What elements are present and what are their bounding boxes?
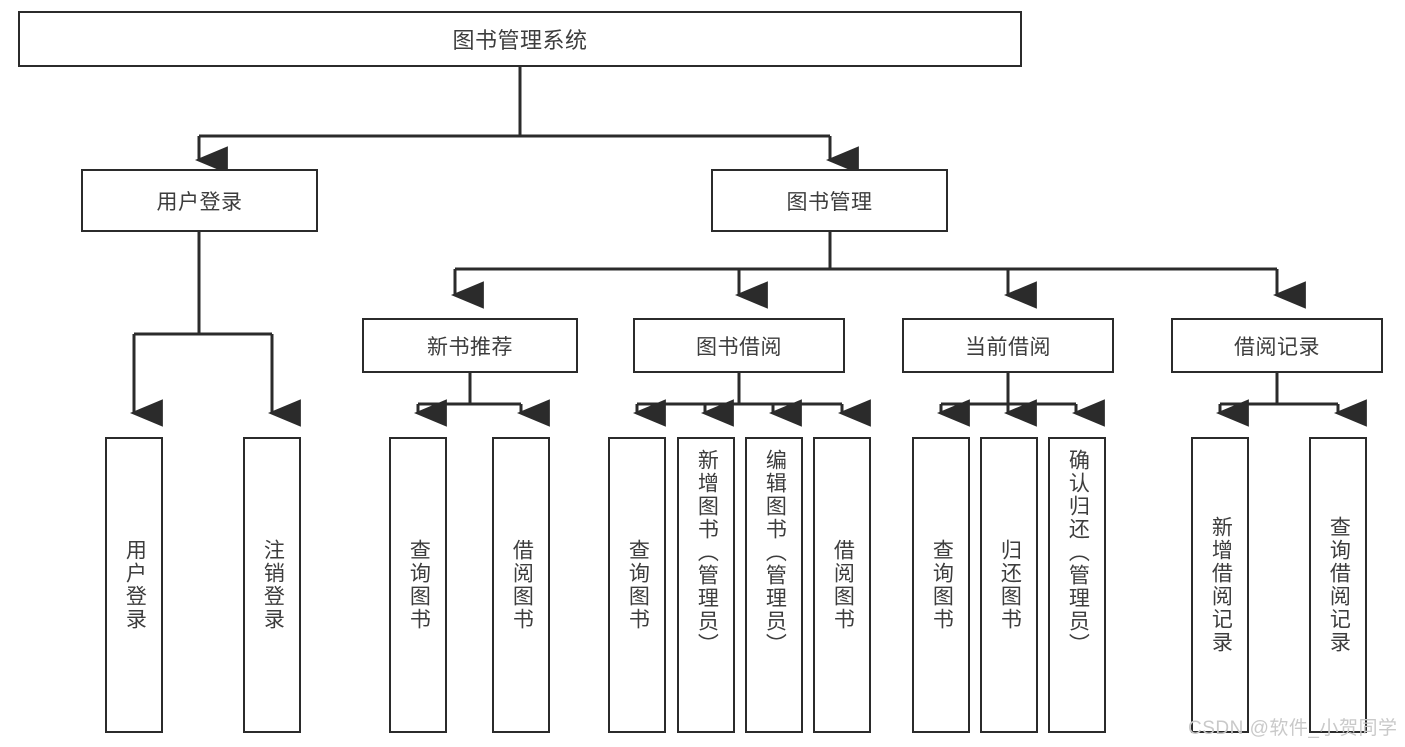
leaf-borrow-book[interactable]: 借阅图书 bbox=[813, 437, 871, 733]
node-label: 确认归还（管理员） bbox=[1066, 449, 1090, 656]
leaf-add-borrow-record[interactable]: 新增借阅记录 bbox=[1191, 437, 1249, 733]
node-label: 借阅记录 bbox=[1234, 335, 1320, 359]
node-label: 查询借阅记录 bbox=[1327, 516, 1351, 654]
node-new-book-recommend[interactable]: 新书推荐 bbox=[362, 318, 578, 373]
leaf-confirm-return-admin[interactable]: 确认归还（管理员） bbox=[1048, 437, 1106, 733]
watermark: CSDN @软件_小贺同学 bbox=[1188, 718, 1398, 739]
leaf-borrow-query-book[interactable]: 查询图书 bbox=[608, 437, 666, 733]
leaf-edit-book-admin[interactable]: 编辑图书（管理员） bbox=[745, 437, 803, 733]
node-label: 查询图书 bbox=[930, 539, 954, 631]
leaf-current-query-book[interactable]: 查询图书 bbox=[912, 437, 970, 733]
node-label: 归还图书 bbox=[998, 539, 1022, 631]
node-root-system[interactable]: 图书管理系统 bbox=[18, 11, 1022, 67]
node-book-management[interactable]: 图书管理 bbox=[711, 169, 948, 232]
node-label: 编辑图书（管理员） bbox=[763, 449, 787, 656]
leaf-new-book-query[interactable]: 查询图书 bbox=[389, 437, 447, 733]
node-label: 借阅图书 bbox=[831, 539, 855, 631]
node-user-login[interactable]: 用户登录 bbox=[81, 169, 318, 232]
node-current-borrow[interactable]: 当前借阅 bbox=[902, 318, 1114, 373]
node-label: 查询图书 bbox=[407, 539, 431, 631]
node-label: 图书管理系统 bbox=[452, 28, 588, 53]
leaf-return-book[interactable]: 归还图书 bbox=[980, 437, 1038, 733]
node-label: 查询图书 bbox=[626, 539, 650, 631]
node-label: 用户登录 bbox=[123, 539, 147, 631]
node-label: 新书推荐 bbox=[427, 335, 513, 359]
node-label: 新增借阅记录 bbox=[1209, 516, 1233, 654]
node-book-borrow[interactable]: 图书借阅 bbox=[633, 318, 845, 373]
leaf-new-book-borrow[interactable]: 借阅图书 bbox=[492, 437, 550, 733]
node-label: 新增图书（管理员） bbox=[695, 449, 719, 656]
leaf-user-login[interactable]: 用户登录 bbox=[105, 437, 163, 733]
node-label: 当前借阅 bbox=[965, 335, 1051, 359]
node-label: 图书借阅 bbox=[696, 335, 782, 359]
leaf-add-book-admin[interactable]: 新增图书（管理员） bbox=[677, 437, 735, 733]
leaf-query-borrow-record[interactable]: 查询借阅记录 bbox=[1309, 437, 1367, 733]
node-label: 用户登录 bbox=[156, 190, 243, 214]
node-borrow-record[interactable]: 借阅记录 bbox=[1171, 318, 1383, 373]
node-label: 注销登录 bbox=[261, 539, 285, 631]
leaf-logout[interactable]: 注销登录 bbox=[243, 437, 301, 733]
node-label: 图书管理 bbox=[786, 190, 873, 214]
node-label: 借阅图书 bbox=[510, 539, 534, 631]
